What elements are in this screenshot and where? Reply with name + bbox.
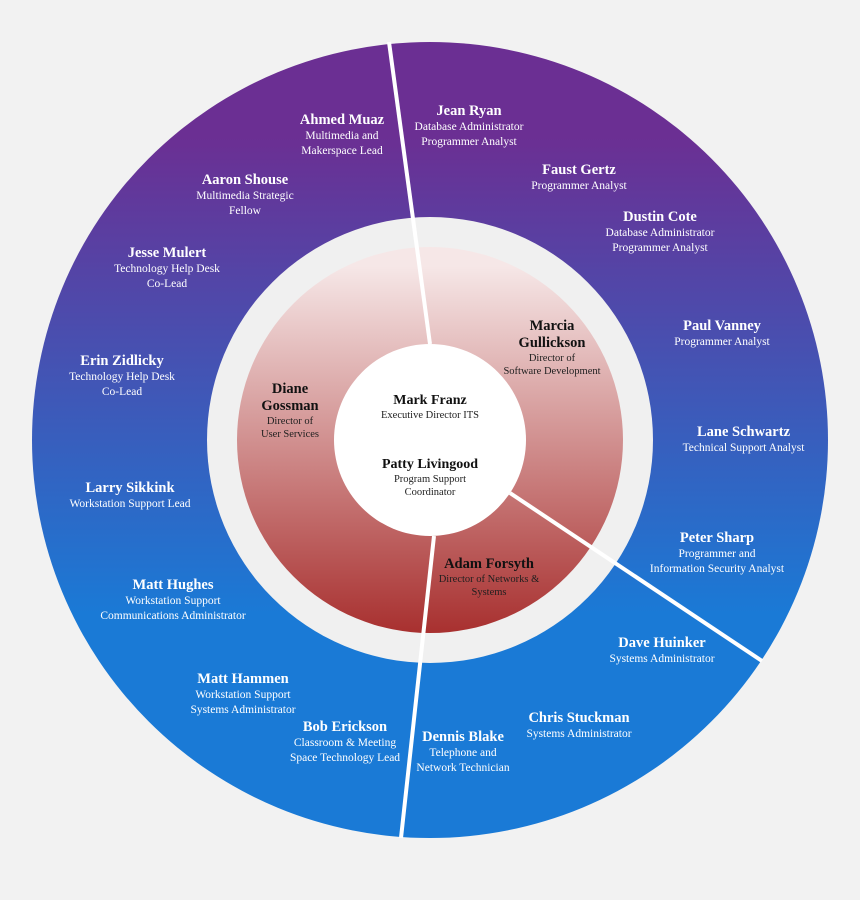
person-role: Programmer Analyst bbox=[531, 180, 627, 192]
person-role: User Services bbox=[260, 429, 320, 440]
person-role: Executive Director ITS bbox=[381, 410, 479, 421]
staff-jean-ryan: Jean Ryan Database Administrator Program… bbox=[399, 103, 539, 149]
staff-matt-hughes: Matt Hughes Workstation Support Communic… bbox=[88, 577, 258, 623]
person-role: Programmer Analyst bbox=[421, 135, 517, 148]
person-name: Marcia bbox=[529, 318, 575, 334]
person-name: Dennis Blake bbox=[422, 729, 504, 745]
staff-faust-gertz: Faust Gertz Programmer Analyst bbox=[509, 162, 649, 194]
person-role: Systems Administrator bbox=[190, 703, 296, 716]
staff-jesse-mulert: Jesse Mulert Technology Help Desk Co-Lea… bbox=[92, 245, 242, 291]
person-role: Database Administrator bbox=[605, 227, 715, 239]
person-name: Peter Sharp bbox=[679, 530, 755, 546]
person-name: Adam Forsyth bbox=[444, 556, 534, 572]
person-name: Faust Gertz bbox=[542, 162, 616, 178]
person-name: Mark Franz bbox=[393, 393, 467, 408]
person-role: Technology Help Desk bbox=[69, 371, 175, 383]
person-name: Erin Zidlicky bbox=[80, 353, 164, 369]
person-role: Fellow bbox=[229, 204, 261, 217]
staff-matt-hammen: Matt Hammen Workstation Support Systems … bbox=[173, 671, 313, 717]
person-name: Dave Huinker bbox=[618, 635, 706, 651]
person-name: Gossman bbox=[261, 398, 319, 414]
person-role: Classroom & Meeting bbox=[293, 737, 397, 749]
director-marcia-gullickson: Marcia Gullickson Director of Software D… bbox=[492, 318, 612, 378]
person-role: Workstation Support bbox=[125, 595, 221, 607]
person-role: Multimedia Strategic bbox=[196, 190, 294, 202]
person-role: Systems Administrator bbox=[609, 653, 715, 665]
person-role: Workstation Support Lead bbox=[69, 498, 191, 510]
person-role: Director of bbox=[528, 353, 576, 364]
person-role: Director of bbox=[266, 416, 314, 427]
person-name: Lane Schwartz bbox=[696, 424, 791, 440]
person-role: Programmer and bbox=[678, 548, 756, 560]
person-name: Aaron Shouse bbox=[201, 172, 289, 188]
person-name: Matt Hammen bbox=[197, 671, 289, 687]
person-role: Programmer Analyst bbox=[674, 336, 770, 348]
staff-bob-erickson: Bob Erickson Classroom & Meeting Space T… bbox=[275, 719, 415, 765]
person-role: Coordinator bbox=[404, 487, 456, 498]
staff-larry-sikkink: Larry Sikkink Workstation Support Lead bbox=[55, 480, 205, 512]
person-name: Jesse Mulert bbox=[127, 245, 207, 261]
core-person-patty-livingood: Patty Livingood Program Support Coordina… bbox=[355, 456, 505, 499]
person-name: Diane bbox=[271, 381, 309, 397]
director-adam-forsyth: Adam Forsyth Director of Networks & Syst… bbox=[424, 556, 554, 599]
divider-right bbox=[508, 491, 764, 663]
person-role: Technical Support Analyst bbox=[682, 442, 805, 454]
person-role: Systems bbox=[471, 587, 507, 598]
person-role: Software Development bbox=[503, 366, 601, 377]
person-role: Multimedia and bbox=[305, 130, 379, 142]
staff-dennis-blake: Dennis Blake Telephone and Network Techn… bbox=[403, 729, 523, 775]
person-role: Makerspace Lead bbox=[301, 144, 383, 157]
person-name: Ahmed Muaz bbox=[299, 112, 385, 128]
person-role: Space Technology Lead bbox=[289, 751, 401, 764]
person-name: Chris Stuckman bbox=[528, 710, 630, 726]
person-role: Programmer Analyst bbox=[612, 241, 708, 254]
person-role: Network Technician bbox=[416, 761, 510, 774]
person-role: Telephone and bbox=[429, 747, 497, 759]
divider-top bbox=[387, 41, 432, 345]
person-role: Co-Lead bbox=[101, 385, 143, 398]
staff-ahmed-muaz: Ahmed Muaz Multimedia and Makerspace Lea… bbox=[272, 112, 412, 158]
person-role: Database Administrator bbox=[414, 121, 524, 133]
person-name: Paul Vanney bbox=[683, 318, 761, 334]
staff-lane-schwartz: Lane Schwartz Technical Support Analyst bbox=[666, 424, 821, 456]
person-name: Bob Erickson bbox=[302, 719, 388, 735]
staff-chris-stuckman: Chris Stuckman Systems Administrator bbox=[509, 710, 649, 742]
person-name: Matt Hughes bbox=[132, 577, 214, 593]
person-role: Information Security Analyst bbox=[649, 562, 785, 575]
person-role: Program Support bbox=[393, 474, 467, 485]
person-name: Larry Sikkink bbox=[85, 480, 175, 496]
person-role: Workstation Support bbox=[195, 689, 291, 701]
staff-dustin-cote: Dustin Cote Database Administrator Progr… bbox=[580, 209, 740, 255]
staff-aaron-shouse: Aaron Shouse Multimedia Strategic Fellow bbox=[175, 172, 315, 218]
person-role: Co-Lead bbox=[146, 277, 188, 290]
person-role: Director of Networks & bbox=[438, 574, 540, 585]
core-circle bbox=[334, 344, 526, 536]
staff-dave-huinker: Dave Huinker Systems Administrator bbox=[592, 635, 732, 667]
staff-erin-zidlicky: Erin Zidlicky Technology Help Desk Co-Le… bbox=[47, 353, 197, 399]
director-diane-gossman: Diane Gossman Director of User Services bbox=[240, 381, 340, 441]
divider-bottom bbox=[399, 535, 436, 839]
person-name: Jean Ryan bbox=[436, 103, 502, 119]
person-name: Dustin Cote bbox=[623, 209, 697, 225]
core-person-mark-franz: Mark Franz Executive Director ITS bbox=[360, 392, 500, 422]
person-name: Patty Livingood bbox=[381, 457, 479, 472]
staff-paul-vanney: Paul Vanney Programmer Analyst bbox=[652, 318, 792, 350]
person-role: Technology Help Desk bbox=[114, 263, 220, 275]
person-role: Communications Administrator bbox=[100, 609, 246, 622]
person-name: Gullickson bbox=[518, 335, 586, 351]
person-role: Systems Administrator bbox=[526, 728, 632, 740]
staff-peter-sharp: Peter Sharp Programmer and Information S… bbox=[637, 530, 797, 576]
